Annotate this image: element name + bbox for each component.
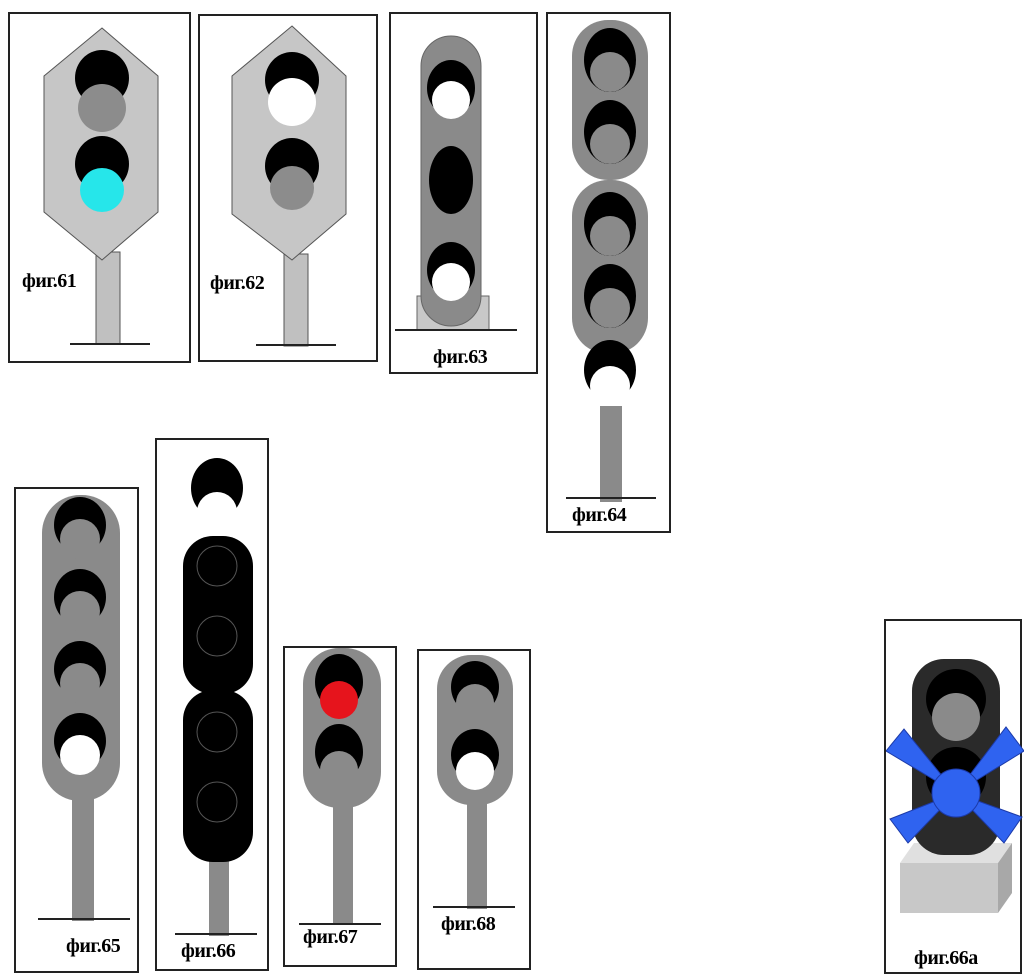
signal-66a-graphic bbox=[886, 659, 1024, 913]
figure-66a: фиг.66а bbox=[884, 619, 1024, 974]
lens-off bbox=[270, 166, 314, 210]
signal-mast bbox=[467, 795, 487, 909]
lens-off bbox=[60, 519, 100, 559]
lens-white-lit bbox=[432, 263, 470, 301]
lens-green-lit bbox=[80, 168, 124, 212]
signal-67-graphic bbox=[299, 648, 381, 925]
figure-63: фиг.63 bbox=[389, 12, 538, 374]
lens-off bbox=[932, 693, 980, 741]
lens-white-lit bbox=[456, 752, 494, 790]
figure-caption: фиг.61 bbox=[22, 270, 77, 292]
lens-dark-outline bbox=[196, 711, 238, 753]
signal-base-side bbox=[998, 843, 1012, 913]
figure-62: фиг.62 bbox=[198, 14, 378, 362]
signal-64-graphic bbox=[566, 20, 656, 502]
figure-caption: фиг.65 bbox=[66, 935, 121, 957]
signal-66-graphic bbox=[175, 458, 257, 936]
signal-61-graphic bbox=[43, 27, 159, 345]
lens-off bbox=[590, 124, 630, 164]
lens-white-lit bbox=[432, 81, 470, 119]
figure-caption: фиг.62 bbox=[210, 272, 265, 294]
figure-64: фиг.64 bbox=[546, 12, 671, 533]
signal-base-front bbox=[900, 863, 998, 913]
lens-dark-outline bbox=[196, 545, 238, 587]
figure-caption: фиг.68 bbox=[441, 913, 496, 935]
signal-mast bbox=[333, 798, 353, 924]
lens-off bbox=[590, 288, 630, 328]
lens-blue-center bbox=[931, 768, 981, 818]
lens-white-lit bbox=[590, 366, 630, 406]
figure-67: фиг.67 bbox=[283, 646, 397, 967]
lens-red-lit bbox=[320, 681, 358, 719]
lens-off bbox=[320, 751, 358, 789]
signal-mast bbox=[72, 795, 94, 921]
lens-off bbox=[78, 84, 126, 132]
cropped-top-text: · · · · · · · · · · · · · · · · · · · bbox=[330, 0, 690, 6]
figure-caption: фиг.67 bbox=[303, 926, 358, 948]
figure-caption: фиг.63 bbox=[433, 346, 488, 368]
figure-caption: фиг.66а bbox=[914, 947, 978, 969]
signal-mast bbox=[95, 251, 121, 345]
signal-mast bbox=[283, 253, 309, 347]
lens-white-lit bbox=[60, 735, 100, 775]
figure-caption: фиг.64 bbox=[572, 504, 627, 526]
signal-65-graphic bbox=[38, 495, 130, 921]
lens-white-lit bbox=[268, 78, 316, 126]
figure-caption: фиг.66 bbox=[181, 940, 236, 962]
lens-dark bbox=[429, 146, 473, 214]
lens-off bbox=[60, 663, 100, 703]
lens-off bbox=[60, 591, 100, 631]
signal-mast bbox=[209, 860, 229, 936]
signal-mast bbox=[600, 406, 622, 502]
lens-dark-outline bbox=[196, 781, 238, 823]
lens-off bbox=[456, 684, 494, 722]
lens-dark-outline bbox=[196, 615, 238, 657]
signal-63-graphic bbox=[395, 35, 517, 331]
lens-off bbox=[590, 52, 630, 92]
signal-68-graphic bbox=[433, 655, 515, 909]
lens-white-lit bbox=[197, 492, 237, 532]
signal-62-graphic bbox=[231, 25, 347, 347]
figure-68: фиг.68 bbox=[417, 649, 531, 970]
figure-65: фиг.65 bbox=[14, 487, 139, 973]
lens-off bbox=[590, 216, 630, 256]
figure-61: фиг.61 bbox=[8, 12, 191, 363]
figure-66: фиг.66 bbox=[155, 438, 269, 971]
